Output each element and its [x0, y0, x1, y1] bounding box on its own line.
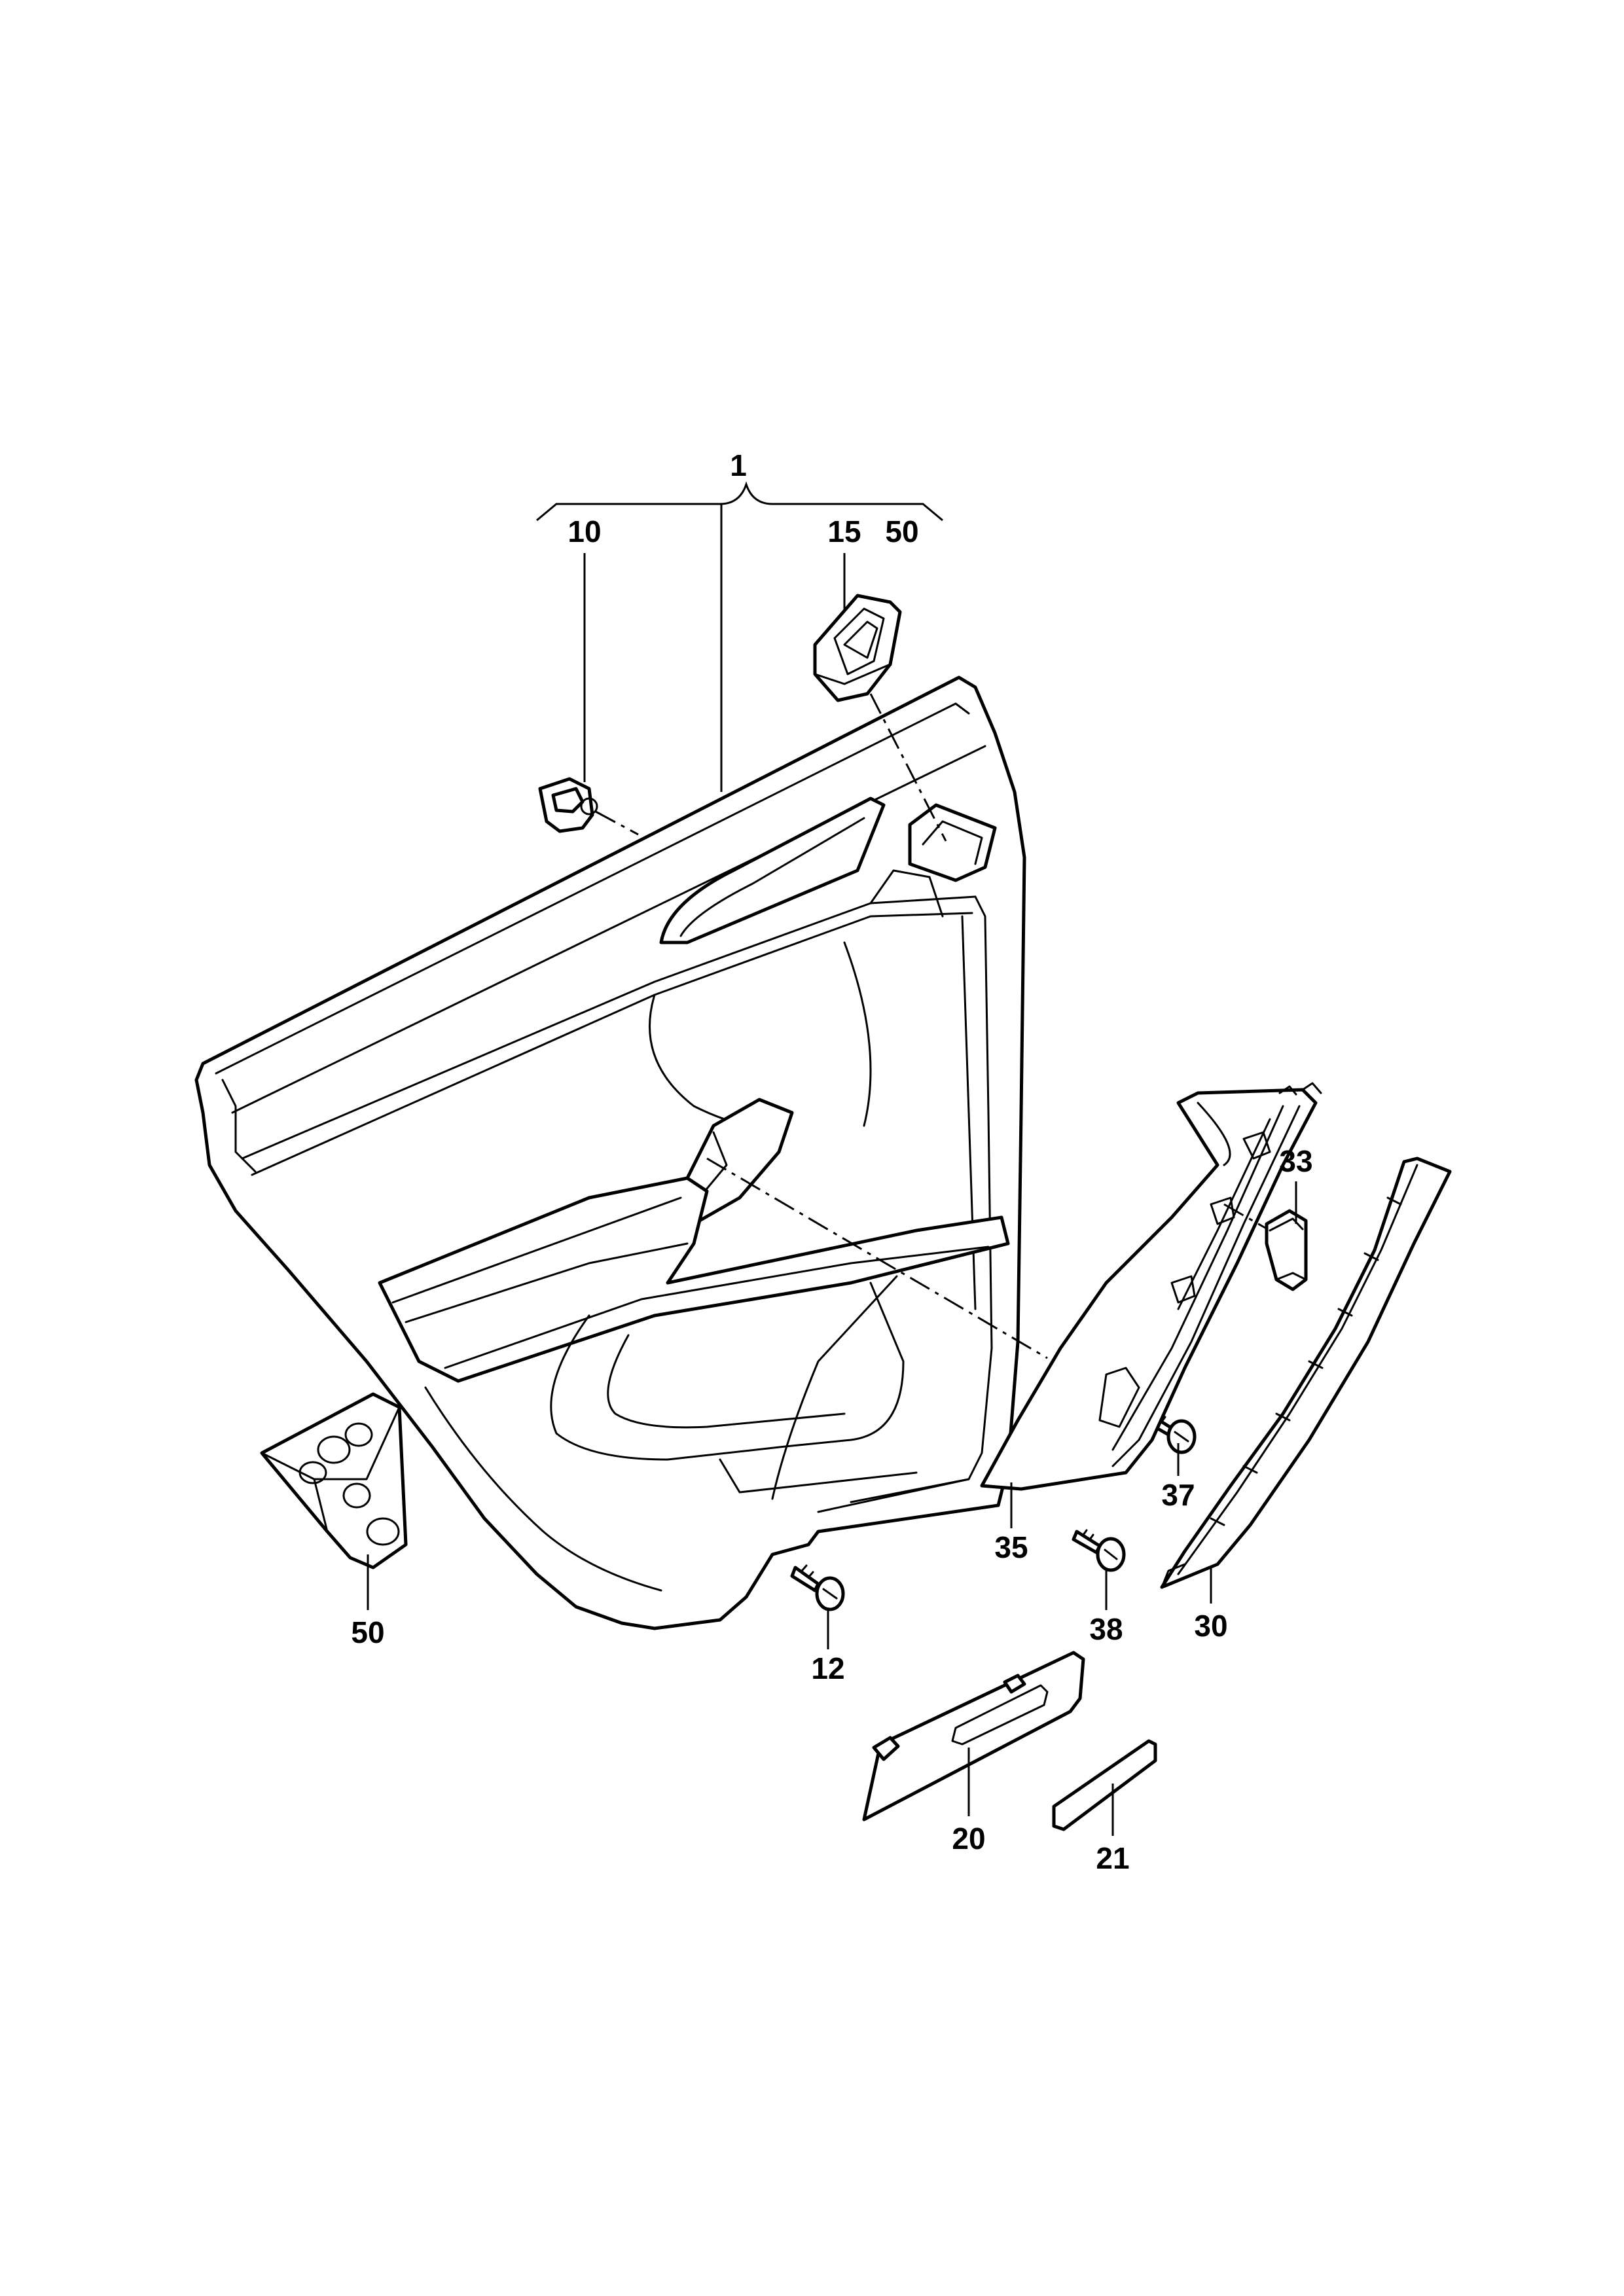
group-brace-1 [536, 481, 943, 522]
trim-clip-10 [538, 777, 639, 836]
screw-12 [790, 1564, 845, 1611]
trim-strip-20 [862, 1651, 1085, 1821]
label-plate-21 [1052, 1739, 1157, 1831]
callout-50: 50 [351, 1615, 384, 1649]
pillar-trim-35 [980, 1082, 1322, 1491]
callout-10: 10 [568, 514, 601, 548]
callout-15: 15 [827, 514, 861, 548]
callout-33: 33 [1279, 1144, 1312, 1178]
leader-lines [367, 504, 1297, 1836]
callout-30: 30 [1194, 1609, 1227, 1643]
switch-bezel-15 [813, 594, 947, 842]
callout-21: 21 [1096, 1841, 1129, 1875]
callout-20: 20 [952, 1821, 985, 1856]
callout-50-group: 50 [885, 514, 918, 548]
clip-33 [1265, 1209, 1308, 1291]
callout-37: 37 [1161, 1478, 1195, 1512]
screw-38 [1072, 1529, 1126, 1572]
assembly-line-35 [706, 1157, 1048, 1359]
callout-35: 35 [994, 1530, 1028, 1564]
callout-1: 1 [730, 448, 747, 482]
callout-12: 12 [811, 1651, 844, 1685]
assembly-line-33 [1223, 1203, 1271, 1232]
bracket-50 [260, 1392, 408, 1570]
callout-38: 38 [1089, 1612, 1123, 1646]
seal-strip-30 [1160, 1157, 1452, 1589]
door-trim-panel [194, 675, 1026, 1630]
